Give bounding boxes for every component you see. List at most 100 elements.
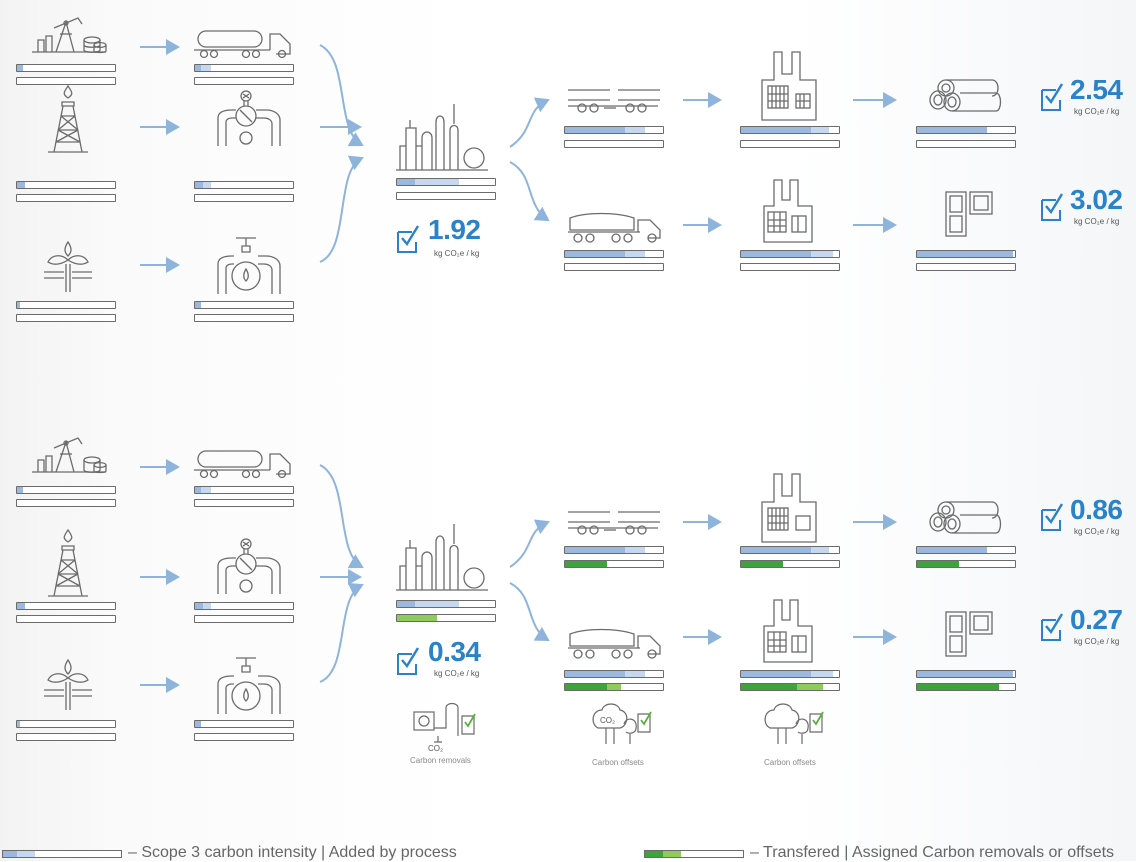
intensity-bar <box>740 546 840 554</box>
intensity-bar <box>740 250 840 258</box>
intensity-bar <box>16 181 116 189</box>
intensity-bar <box>564 546 664 554</box>
legend-bar-scope3 <box>2 850 122 858</box>
transfer-bar <box>916 560 1016 568</box>
refinery-icon <box>396 524 488 591</box>
unit-label: kg CO₂e / kg <box>1074 637 1120 646</box>
tanker-truck-icon <box>194 450 291 479</box>
refinery-value-bottom: 0.34 <box>428 636 481 667</box>
legend-scope3-text: – Scope 3 carbon intensity | Added by pr… <box>128 844 457 861</box>
dump-truck-icon <box>568 212 661 243</box>
carbon-removal-icon <box>413 702 476 743</box>
pipes-value-bottom: 0.86 <box>1070 494 1123 525</box>
check-icon <box>397 225 420 253</box>
intensity-bar <box>16 486 116 494</box>
transfer-bar <box>396 192 496 200</box>
intensity-bar <box>194 64 294 72</box>
check-icon <box>1041 193 1064 221</box>
carbon-offsets-caption: Carbon offsets <box>592 758 644 767</box>
transfer-bar <box>194 314 294 322</box>
intensity-bar <box>564 126 664 134</box>
unit-label: kg CO₂e / kg <box>434 669 480 678</box>
transfer-bar <box>16 314 116 322</box>
unit-label: kg CO₂e / kg <box>434 249 480 258</box>
dump-truck-icon <box>568 628 661 659</box>
transfer-bar <box>564 140 664 148</box>
tree-offset-icon <box>592 703 652 744</box>
legend-bar-transfer <box>644 850 744 858</box>
arrow-refinery-to-dump <box>509 161 550 222</box>
arrow-truck-to-refinery <box>319 44 364 147</box>
check-icon <box>1041 613 1064 641</box>
refinery-value-top: 1.92 <box>428 214 481 245</box>
check-icon <box>1041 503 1064 531</box>
pipe-valve-icon <box>217 657 281 714</box>
transfer-bar <box>564 560 664 568</box>
pipe-valve-icon <box>217 237 281 294</box>
intensity-bar <box>194 720 294 728</box>
transfer-bar <box>740 560 840 568</box>
factory-icon <box>763 599 813 663</box>
intensity-bar <box>916 546 1016 554</box>
transfer-bar <box>916 683 1016 691</box>
window-value-bottom: 0.27 <box>1070 604 1123 635</box>
oil-pump-icon <box>32 437 107 474</box>
transfer-bar <box>194 77 294 85</box>
oil-derrick-icon <box>48 528 88 597</box>
oil-derrick-icon <box>48 84 88 153</box>
factory-icon <box>761 51 817 121</box>
unit-label: kg CO₂e / kg <box>1074 217 1120 226</box>
transfer-bar <box>16 733 116 741</box>
transfer-bar <box>16 194 116 202</box>
transfer-bar <box>194 194 294 202</box>
pipes-value-top: 2.54 <box>1070 74 1123 105</box>
transfer-bar <box>740 683 840 691</box>
pipe-bundle-icon <box>929 79 1002 112</box>
transfer-bar <box>740 140 840 148</box>
unit-label: kg CO₂e / kg <box>1074 107 1120 116</box>
transfer-bar <box>194 499 294 507</box>
intensity-bar <box>194 486 294 494</box>
oil-pump-icon <box>32 17 107 54</box>
arrow-valve2-to-refinery <box>319 155 364 263</box>
check-icon <box>1041 83 1064 111</box>
transfer-bar <box>16 615 116 623</box>
legend-transfer-text: – Transfered | Assigned Carbon removals … <box>750 844 1115 861</box>
carbon-removals-caption: Carbon removals <box>410 756 471 765</box>
factory-icon <box>763 179 813 243</box>
intensity-bar <box>564 250 664 258</box>
rail-car-icon <box>568 89 660 113</box>
transfer-bar <box>564 263 664 271</box>
transfer-bar <box>916 263 1016 271</box>
arrow-refinery-to-rail <box>509 97 550 148</box>
pipe-valve-icon <box>217 538 281 594</box>
intensity-bar <box>16 64 116 72</box>
carbon-offsets-caption: Carbon offsets <box>764 758 816 767</box>
intensity-bar <box>396 600 496 608</box>
window-frame-icon <box>945 191 993 237</box>
intensity-bar <box>916 250 1016 258</box>
window-frame-icon <box>945 611 993 657</box>
intensity-bar <box>16 301 116 309</box>
intensity-bar <box>194 181 294 189</box>
transfer-bar <box>916 140 1016 148</box>
co2-label: CO₂ <box>428 744 444 753</box>
transfer-bar <box>396 614 496 622</box>
intensity-bar <box>16 602 116 610</box>
intensity-bar <box>194 301 294 309</box>
intensity-bar <box>916 670 1016 678</box>
tree-offset-icon <box>764 703 824 744</box>
intensity-bar <box>16 720 116 728</box>
intensity-bar <box>194 602 294 610</box>
intensity-bar <box>916 126 1016 134</box>
gas-flame-plant-icon <box>44 240 92 292</box>
factory-icon <box>761 473 817 543</box>
check-icon <box>397 647 420 675</box>
refinery-icon <box>396 104 488 171</box>
transfer-bar <box>16 499 116 507</box>
tanker-truck-icon <box>194 30 291 59</box>
transfer-bar <box>564 683 664 691</box>
pipe-bundle-icon <box>929 501 1002 534</box>
transfer-bar <box>194 615 294 623</box>
